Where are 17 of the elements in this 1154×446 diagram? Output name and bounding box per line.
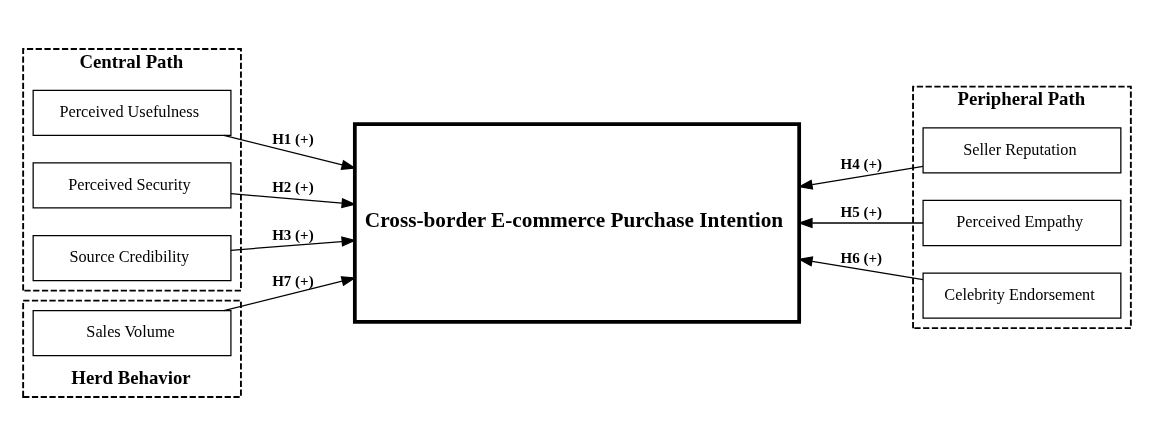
edge-label: H3 (+) bbox=[272, 227, 314, 244]
node-box: Perceived Empathy bbox=[922, 199, 1122, 247]
edge-label: H4 (+) bbox=[840, 155, 882, 172]
node-box: Celebrity Endorsement bbox=[922, 272, 1122, 319]
arrow bbox=[230, 236, 357, 251]
node-box: Perceived Security bbox=[32, 162, 232, 209]
edge-label: H7 (+) bbox=[272, 273, 314, 290]
edge-label: H1 (+) bbox=[272, 130, 314, 147]
node-box: Perceived Usefulness bbox=[32, 89, 232, 136]
node-box: Seller Reputation bbox=[922, 127, 1122, 174]
arrow bbox=[230, 193, 357, 209]
edge-label: H5 (+) bbox=[840, 204, 882, 221]
edge-label: H2 (+) bbox=[272, 179, 314, 196]
node-box: Cross-border E-commerce Purchase Intention bbox=[352, 122, 802, 324]
edge-label: H6 (+) bbox=[840, 249, 882, 266]
node-box: Sales Volume bbox=[32, 310, 232, 357]
node-box: Source Credibility bbox=[32, 234, 232, 282]
